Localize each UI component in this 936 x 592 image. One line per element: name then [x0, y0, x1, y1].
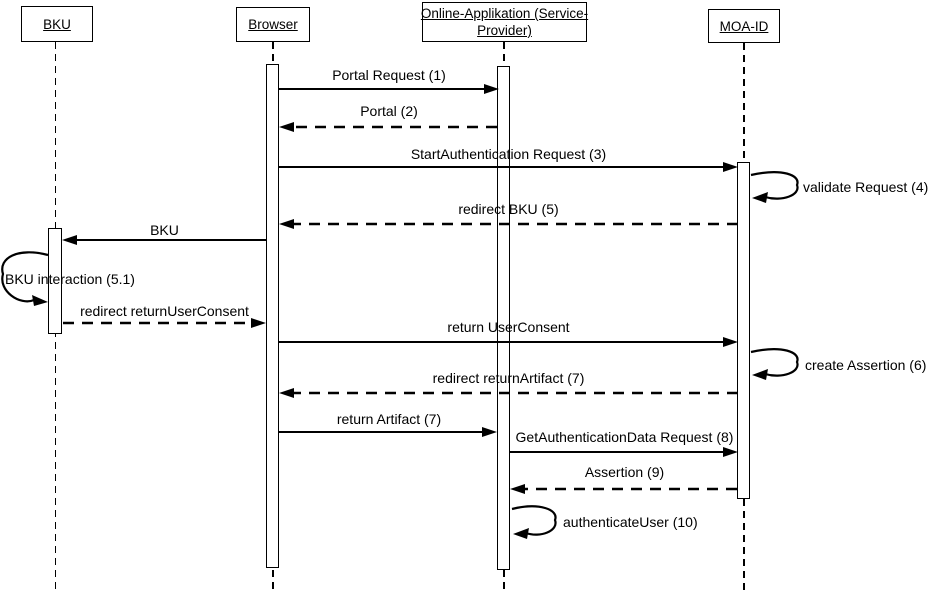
message-label-redirect-return-user-consent: redirect returnUserConsent [80, 303, 249, 319]
participant-label-online-app-line1: Online-Applikation (Service- [420, 6, 589, 21]
message-label-assertion: Assertion (9) [584, 464, 665, 480]
message-label-get-authentication-data: GetAuthenticationData Request (8) [515, 429, 734, 445]
message-label-redirect-bku: redirect BKU (5) [458, 201, 559, 217]
message-label-portal: Portal (2) [360, 103, 418, 119]
message-label-create-assertion: create Assertion (6) [805, 357, 927, 373]
activation-bar-moa-id [737, 162, 750, 499]
message-label-return-artifact: return Artifact (7) [336, 411, 442, 427]
participant-box-browser: Browser [236, 7, 310, 42]
participant-label-browser: Browser [248, 17, 298, 32]
participant-label-bku: BKU [43, 16, 71, 32]
message-label-bku-interaction: BKU interaction (5.1) [5, 271, 135, 287]
participant-label-online-app-line2: Provider) [477, 23, 532, 38]
message-label-portal-request: Portal Request (1) [332, 67, 446, 83]
participant-box-bku: BKU [21, 6, 93, 42]
participant-box-online-app: Online-Applikation (Service- Provider) [420, 2, 589, 42]
message-label-redirect-return-artifact: redirect returnArtifact (7) [432, 370, 585, 386]
message-label-start-authentication: StartAuthentication Request (3) [410, 146, 607, 162]
activation-bar-bku [48, 228, 62, 334]
message-label-return-user-consent: return UserConsent [447, 319, 570, 335]
message-label-authenticate-user: authenticateUser (10) [563, 514, 698, 530]
message-label-validate-request: validate Request (4) [803, 179, 929, 195]
activation-bar-browser [266, 64, 279, 568]
participant-label-moa-id: MOA-ID [719, 18, 769, 34]
activation-bar-online-app [497, 66, 510, 570]
participant-box-moa-id: MOA-ID [708, 9, 780, 43]
message-label-bku: BKU [150, 222, 179, 238]
